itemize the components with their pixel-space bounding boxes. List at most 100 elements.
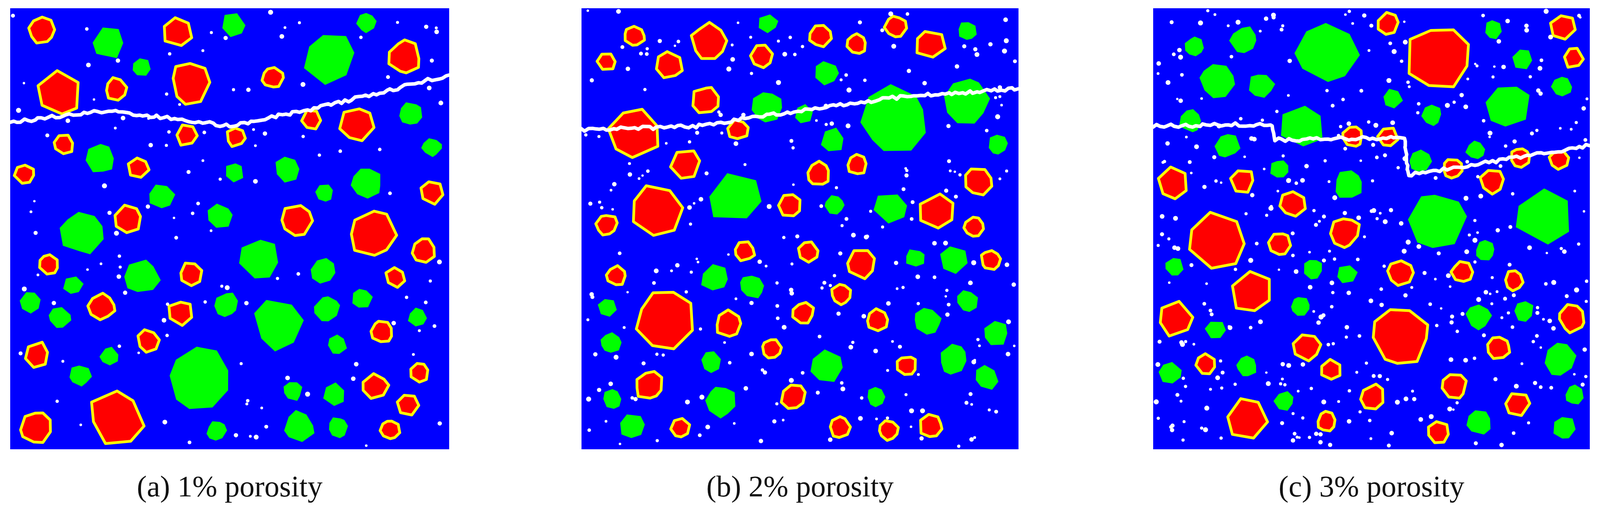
pore <box>775 281 779 285</box>
pore <box>1493 65 1496 68</box>
pore <box>1386 78 1392 84</box>
aggregate <box>1383 88 1404 109</box>
pore <box>1559 246 1563 251</box>
pore <box>1344 335 1348 339</box>
pore <box>969 437 974 442</box>
pore <box>1396 166 1401 170</box>
pore <box>1382 153 1387 158</box>
pore <box>1463 195 1469 202</box>
pore <box>1578 156 1581 160</box>
pore <box>1403 293 1408 298</box>
pore <box>775 80 781 86</box>
pore <box>1177 47 1182 53</box>
pore <box>1583 138 1588 143</box>
aggregate <box>867 386 886 408</box>
pore <box>1455 400 1459 405</box>
pore <box>1487 130 1493 136</box>
pore <box>1401 248 1407 254</box>
aggregate <box>1550 76 1573 97</box>
aggregate <box>1270 160 1289 178</box>
aggregate <box>1409 149 1433 172</box>
pore <box>652 281 657 286</box>
crack-path <box>581 87 1019 132</box>
pore <box>1547 318 1553 324</box>
pore <box>919 408 926 414</box>
pore <box>1341 97 1345 102</box>
pore <box>245 402 249 406</box>
pore <box>1530 131 1535 136</box>
pore <box>1537 65 1543 71</box>
pore <box>749 300 754 306</box>
coated-aggregate <box>1268 234 1291 255</box>
pore <box>118 265 122 269</box>
pore <box>612 181 617 187</box>
coated-aggregate <box>1442 374 1467 399</box>
pore <box>1463 357 1469 363</box>
pore <box>760 368 765 372</box>
pore <box>1003 38 1010 44</box>
pore <box>1398 221 1404 226</box>
pore <box>978 344 981 348</box>
pore <box>1524 27 1529 33</box>
pore <box>909 425 913 428</box>
pore <box>1248 257 1254 264</box>
aggregate <box>206 421 227 441</box>
aggregate <box>1273 391 1294 411</box>
pore <box>1511 293 1516 298</box>
coated-aggregate <box>717 309 741 337</box>
pore <box>1213 12 1217 16</box>
coated-aggregate <box>808 160 829 185</box>
pore <box>1002 48 1008 54</box>
pore <box>622 325 626 330</box>
pore <box>675 263 680 268</box>
aggregate <box>906 249 925 267</box>
pore <box>1209 312 1214 317</box>
pore <box>643 87 647 92</box>
coated-aggregate <box>281 205 313 236</box>
pore <box>1584 374 1588 379</box>
pore <box>932 241 937 246</box>
pore <box>820 286 824 290</box>
pore <box>588 201 593 206</box>
pore <box>1181 438 1185 442</box>
pore <box>597 200 602 204</box>
pore <box>1399 59 1404 63</box>
pore <box>1172 245 1177 251</box>
pore <box>840 224 844 228</box>
pore <box>305 391 311 397</box>
pore <box>365 444 368 447</box>
pore <box>793 52 797 57</box>
crack-path <box>1152 122 1590 176</box>
pore <box>998 95 1002 99</box>
pore <box>655 438 659 443</box>
pore <box>1159 232 1164 236</box>
pore <box>988 42 993 47</box>
coated-aggregate <box>1160 301 1193 337</box>
pore <box>1265 371 1268 374</box>
pore <box>161 318 167 323</box>
aggregate <box>940 246 968 274</box>
pore <box>970 259 977 266</box>
pore <box>1548 34 1553 40</box>
pore <box>1279 382 1283 386</box>
pore <box>1313 223 1318 227</box>
pore <box>1200 97 1204 101</box>
pore <box>262 131 267 136</box>
pore <box>726 66 732 72</box>
pore <box>749 71 754 75</box>
pore <box>639 51 644 56</box>
aggregate <box>169 346 229 410</box>
pore <box>775 316 780 320</box>
pore <box>1448 285 1452 289</box>
pore <box>279 34 285 39</box>
aggregate <box>620 414 646 438</box>
pore <box>1536 305 1540 310</box>
pore <box>79 423 83 427</box>
pore <box>1325 88 1329 93</box>
pore <box>618 442 622 445</box>
pore <box>1488 292 1492 296</box>
coated-aggregate <box>115 204 141 233</box>
pore <box>1561 249 1567 255</box>
pore <box>165 333 169 338</box>
pore <box>1219 436 1224 440</box>
